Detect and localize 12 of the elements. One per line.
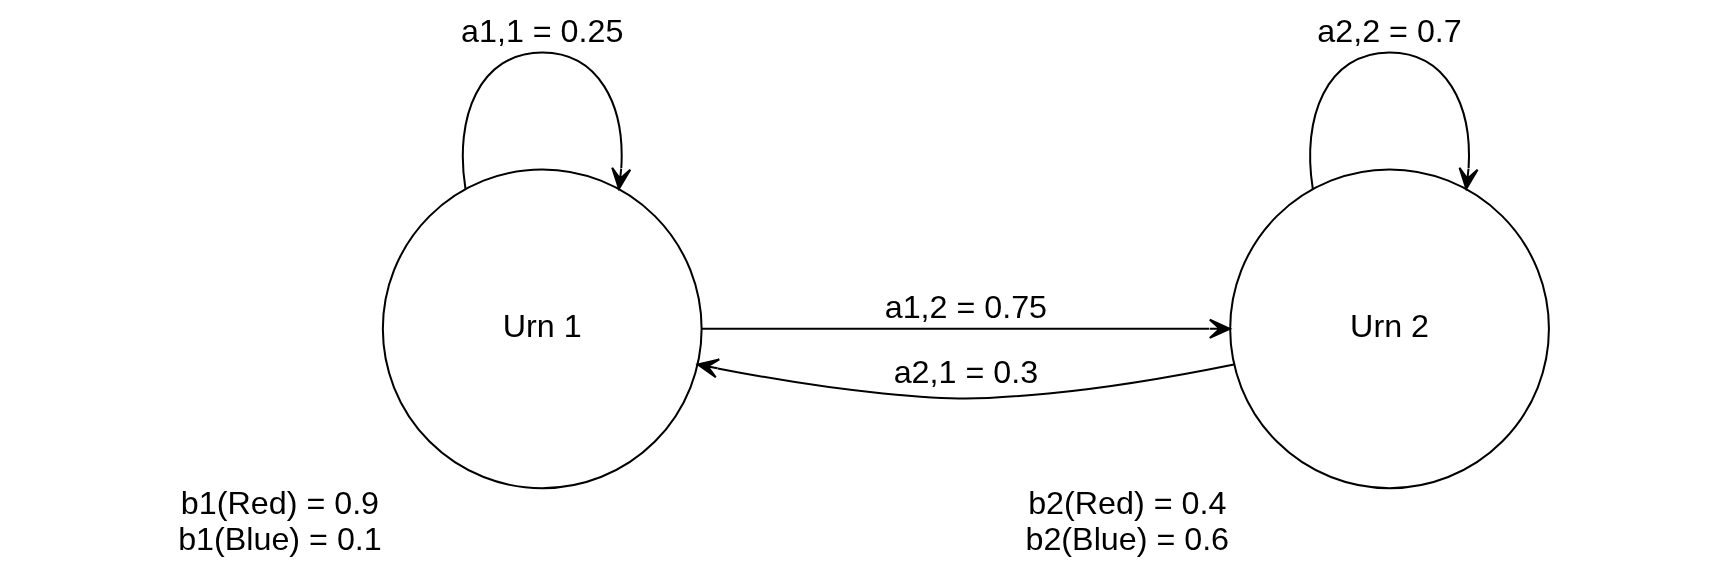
arrow bbox=[461, 51, 632, 190]
arrow bbox=[1309, 51, 1479, 190]
edge-label: a1,1 = 0.25 bbox=[461, 12, 624, 49]
node-label: b1(Red) = 0.9 bbox=[180, 485, 380, 522]
arrow bbox=[696, 358, 1235, 400]
edge-label: a1,2 = 0.75 bbox=[884, 289, 1048, 326]
edge-label: a2,2 = 0.7 bbox=[1317, 12, 1462, 49]
node-label: b2(Red) = 0.4 bbox=[1028, 485, 1227, 522]
edge-label: a2,1 = 0.3 bbox=[893, 353, 1039, 390]
arrow bbox=[701, 318, 1231, 339]
node-label: b1(Blue) = 0.1 bbox=[178, 521, 382, 558]
node-label: b2(Blue) = 0.6 bbox=[1025, 521, 1230, 558]
